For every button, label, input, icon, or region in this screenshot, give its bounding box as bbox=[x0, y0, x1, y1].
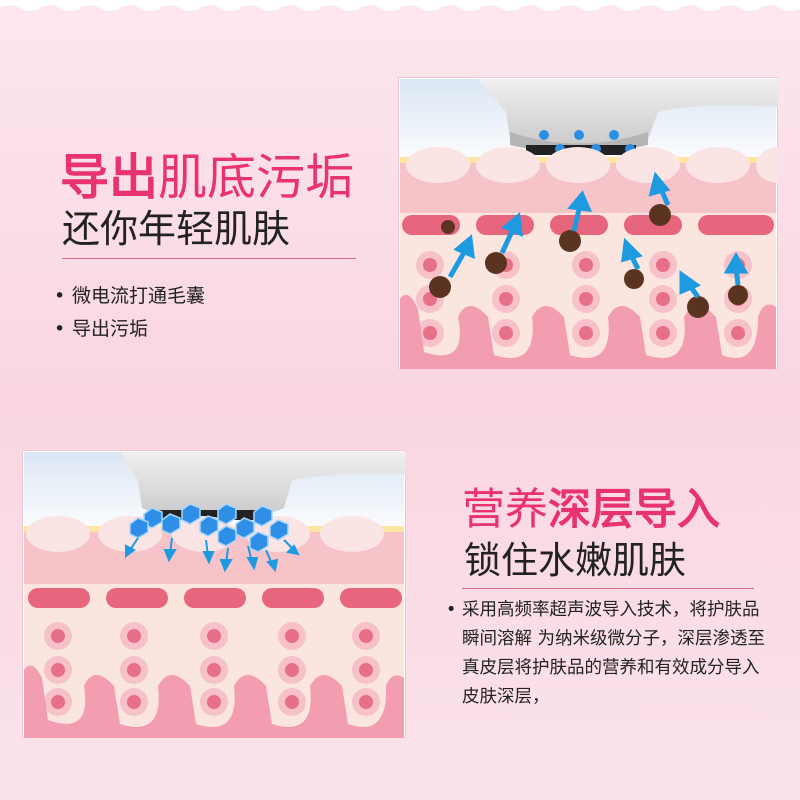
extraction-arrows bbox=[447, 171, 749, 299]
bullet-item: 微电流打通毛囊 bbox=[50, 284, 205, 308]
section1-bullet-list: 微电流打通毛囊 导出污垢 bbox=[50, 284, 205, 350]
section1-title: 导出肌底污垢 bbox=[60, 138, 354, 209]
section1-title-rest: 肌底污垢 bbox=[158, 149, 355, 206]
section2-subtitle: 锁住水嫩肌肤 bbox=[464, 539, 686, 582]
infusion-arrows bbox=[125, 537, 300, 573]
nutrient-molecules bbox=[129, 503, 289, 553]
section2-divider bbox=[462, 588, 754, 589]
extraction-illustration bbox=[398, 77, 778, 369]
section1-divider bbox=[62, 258, 356, 259]
section2-title-normal: 营养 bbox=[462, 485, 548, 535]
section2-description: • 采用高频率超声波导入技术，将护肤品瞬间溶解 为纳米级微分子，深层渗透至真皮层… bbox=[446, 596, 776, 712]
section1-subtitle: 还你年轻肌肤 bbox=[62, 207, 291, 251]
skin-cells-2 bbox=[44, 622, 380, 716]
nutrient-infusion-illustration bbox=[22, 450, 406, 738]
section2-title-strong: 深层导入 bbox=[548, 485, 720, 535]
bullet-item: 导出污垢 bbox=[50, 317, 205, 341]
section2-description-text: 采用高频率超声波导入技术，将护肤品瞬间溶解 为纳米级微分子，深层渗透至真皮层将护… bbox=[462, 600, 766, 707]
section2-title: 营养深层导入 bbox=[462, 475, 720, 537]
section1-title-strong: 导出 bbox=[60, 149, 159, 206]
top-wave-decoration bbox=[0, 0, 800, 11]
bullet-dot: • bbox=[446, 600, 457, 620]
dirt-particles bbox=[429, 204, 748, 318]
